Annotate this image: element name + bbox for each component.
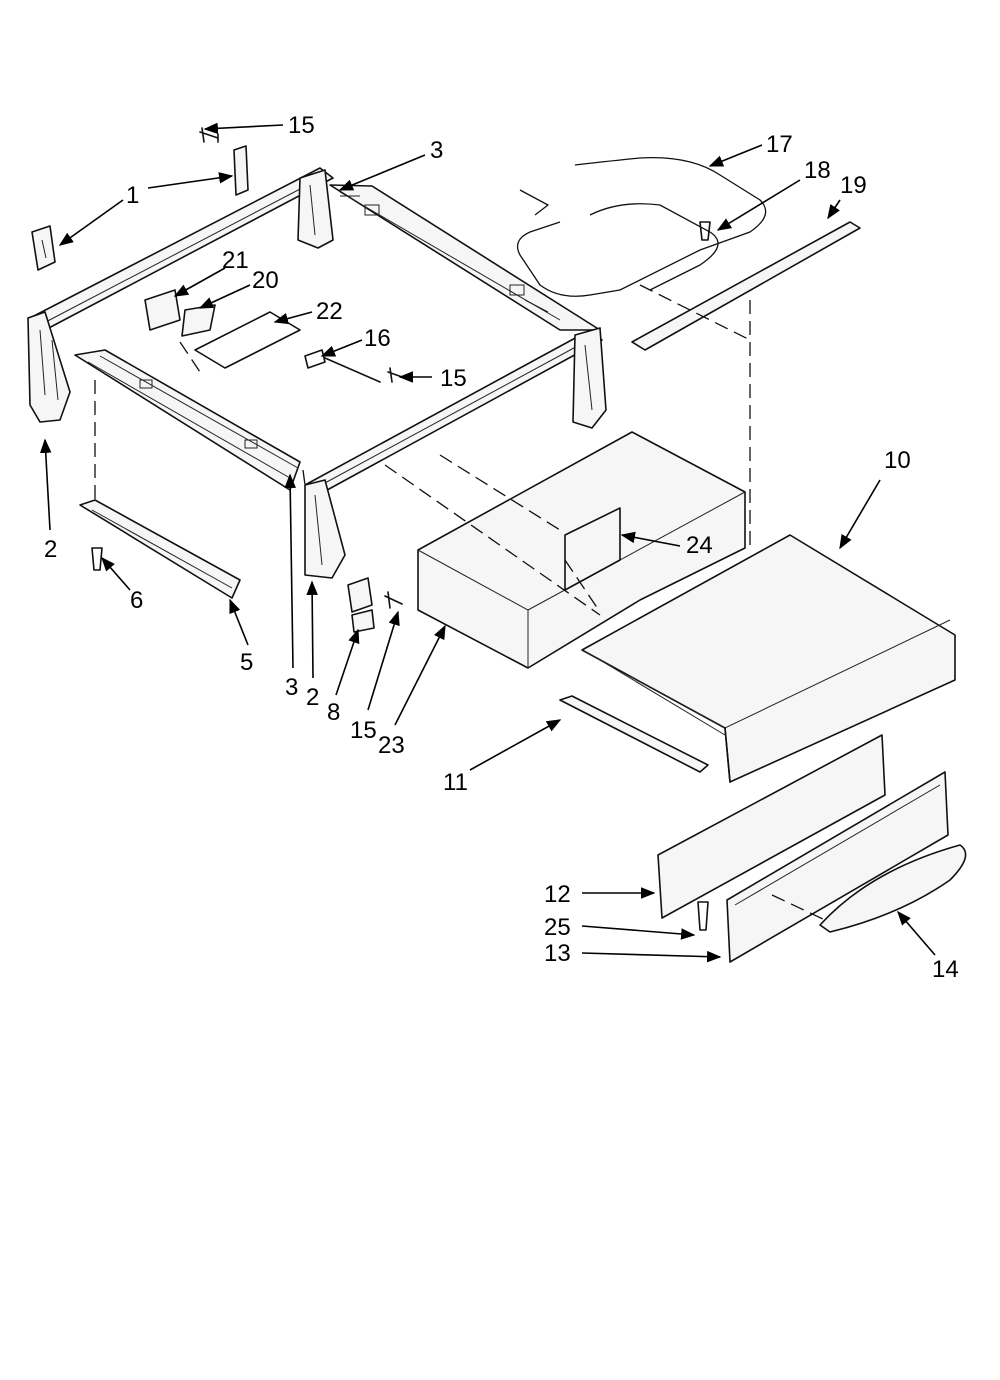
callout-17: 17 — [766, 131, 793, 158]
callout-10: 10 — [884, 447, 911, 474]
callout-6: 6 — [130, 587, 143, 614]
heating-element — [516, 156, 861, 548]
callout-15-lower: 15 — [350, 717, 377, 744]
warming-drawer — [384, 454, 956, 783]
leader-lines — [39, 122, 936, 963]
callout-21: 21 — [222, 247, 249, 274]
callout-24: 24 — [686, 532, 713, 559]
callout-3-front: 3 — [285, 674, 298, 701]
callout-2-front: 2 — [306, 684, 319, 711]
callout-12: 12 — [544, 881, 571, 908]
callout-18: 18 — [804, 157, 831, 184]
drawer-front-assembly — [657, 734, 967, 963]
callout-8: 8 — [327, 699, 340, 726]
drawer-housing — [417, 431, 746, 669]
callout-13: 13 — [544, 940, 571, 967]
callout-labels: 15 1 3 17 18 19 21 20 22 16 15 10 24 2 6… — [44, 112, 959, 983]
callout-22: 22 — [316, 298, 343, 325]
callout-15-top: 15 — [288, 112, 315, 139]
callout-16: 16 — [364, 325, 391, 352]
hardware-parts — [31, 127, 406, 633]
callout-11: 11 — [443, 769, 468, 796]
base-frame — [27, 167, 607, 579]
callout-15-middle: 15 — [440, 365, 467, 392]
callout-2-left: 2 — [44, 536, 57, 563]
callout-5: 5 — [240, 649, 253, 676]
callout-25: 25 — [544, 914, 571, 941]
callout-3-back: 3 — [430, 137, 443, 164]
callout-1: 1 — [126, 182, 139, 209]
callout-14: 14 — [932, 956, 959, 983]
callout-20: 20 — [252, 267, 279, 294]
callout-23: 23 — [378, 732, 405, 759]
callout-19: 19 — [840, 172, 867, 199]
